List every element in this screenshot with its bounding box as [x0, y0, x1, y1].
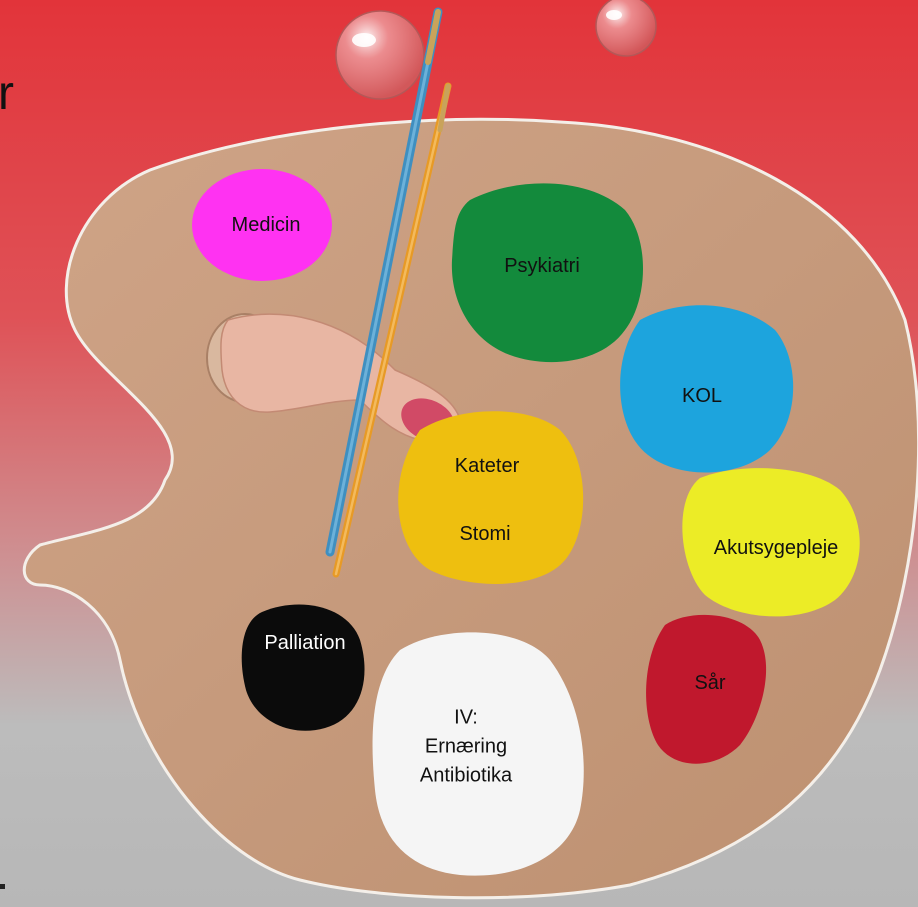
label-iv-line2: Ernæring	[420, 733, 512, 762]
label-medicin: Medicin	[232, 213, 301, 237]
label-kol: KOL	[682, 384, 722, 408]
bubble-small	[596, 0, 656, 56]
label-stomi: Stomi	[459, 522, 510, 546]
paint-palliation	[242, 605, 365, 731]
label-iv-line3: Antibiotika	[420, 762, 512, 791]
label-iv-line1: IV:	[420, 704, 512, 733]
paint-kateter	[398, 411, 583, 584]
bubble-large	[336, 11, 424, 99]
label-saar: Sår	[694, 671, 725, 695]
label-kateter: Kateter	[455, 454, 519, 478]
label-palliation: Palliation	[264, 631, 345, 655]
label-akutsygepleje: Akutsygepleje	[714, 536, 839, 560]
label-psykiatri: Psykiatri	[504, 254, 580, 278]
label-iv: IV: Ernæring Antibiotika	[420, 704, 512, 791]
